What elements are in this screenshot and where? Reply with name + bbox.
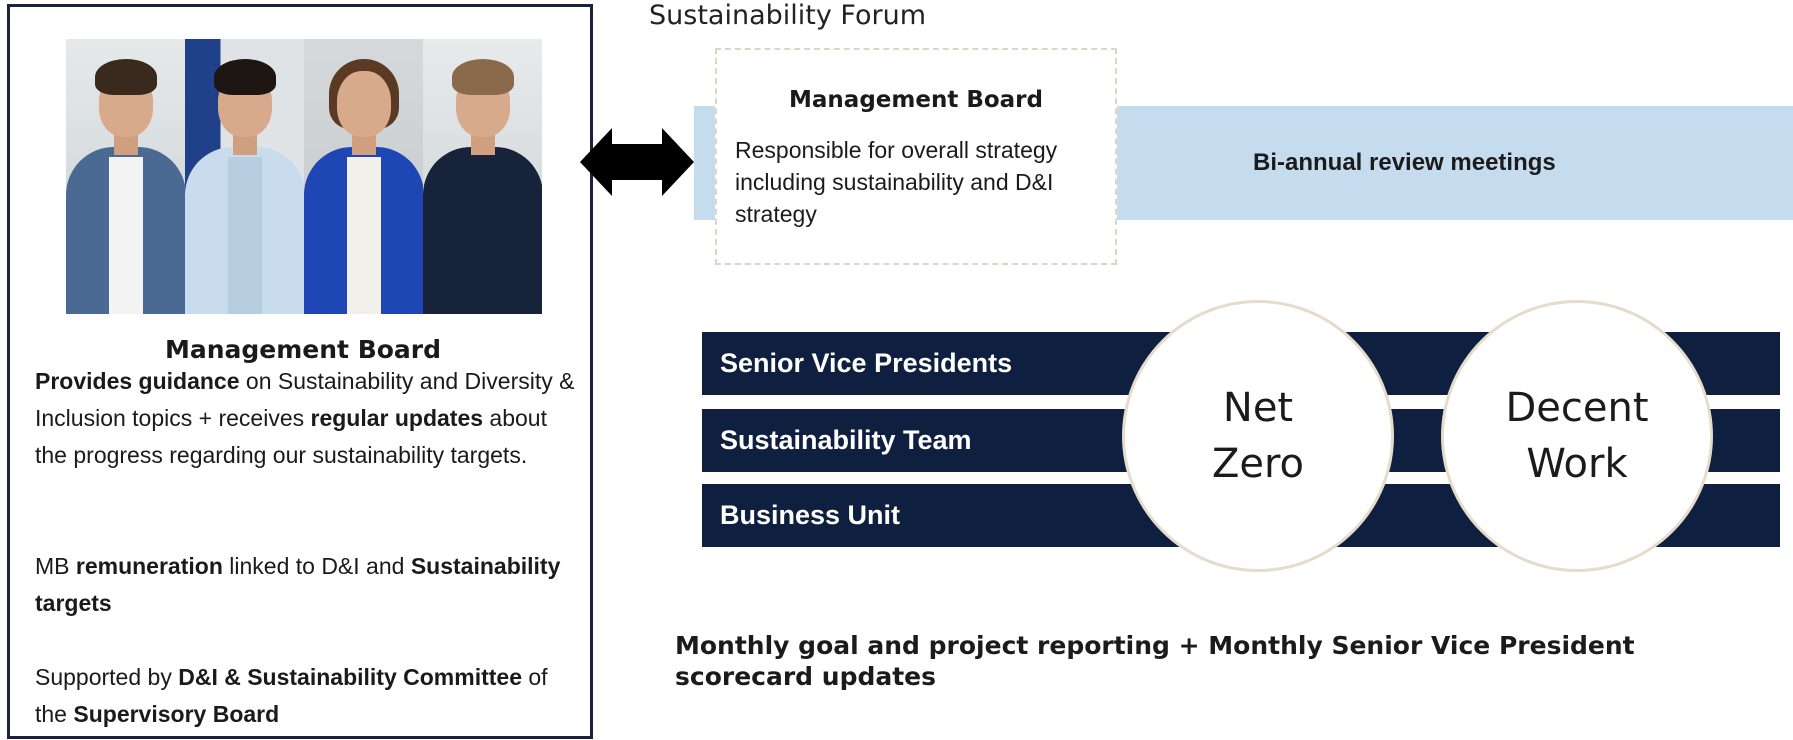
bold-text: D&I & Sustainability Committee (178, 664, 522, 690)
guidance-text: Provides guidance on Sustainability and … (35, 363, 585, 474)
bold-text: regular updates (310, 405, 484, 431)
board-member-photo (423, 39, 542, 314)
circle-line: Zero (1211, 441, 1305, 487)
panel-title: Management Board (164, 335, 442, 364)
box-title: Management Board (789, 87, 1043, 113)
supported-by-text: Supported by D&I & Sustainability Commit… (35, 659, 585, 733)
text-run: MB (35, 553, 76, 579)
bold-text: Sustainability targets (35, 553, 561, 616)
text-run: Supported by (35, 664, 179, 690)
bold-text: Provides guidance (35, 368, 240, 394)
review-band-label: Bi-annual review meetings (1253, 149, 1556, 176)
board-member-photo (66, 39, 185, 314)
remuneration-text: MB remuneration linked to D&I and Sustai… (35, 548, 585, 622)
forum-title: Sustainability Forum (649, 0, 927, 31)
text-run: of the (35, 664, 548, 727)
bar-label: Senior Vice Presidents (720, 348, 1013, 378)
management-board-box: Management Board Responsible for overall… (715, 48, 1117, 265)
monthly-reporting-text: Monthly goal and project reporting + Mon… (675, 631, 1635, 691)
bar-label: Business Unit (720, 500, 901, 530)
board-member-photo (185, 39, 304, 314)
bar-label: Sustainability Team (720, 425, 972, 455)
text-run: linked to D&I and (222, 553, 411, 579)
bold-text: Supervisory Board (73, 701, 280, 727)
board-member-photo (304, 39, 423, 314)
circle-line: Decent (1505, 385, 1649, 431)
management-board-photo (66, 39, 542, 314)
box-text: Responsible for overall strategy includi… (735, 137, 1058, 227)
management-board-panel: Management Board Provides guidance on Su… (7, 4, 593, 739)
text-run: about the progress regarding our sustain… (35, 405, 547, 468)
circle-line: Net (1222, 385, 1294, 431)
bold-text: remuneration (75, 553, 223, 579)
double-arrow-icon (580, 128, 694, 196)
circle-line: Work (1526, 441, 1628, 487)
text-run: on Sustainability and Diversity & Inclus… (35, 368, 575, 431)
